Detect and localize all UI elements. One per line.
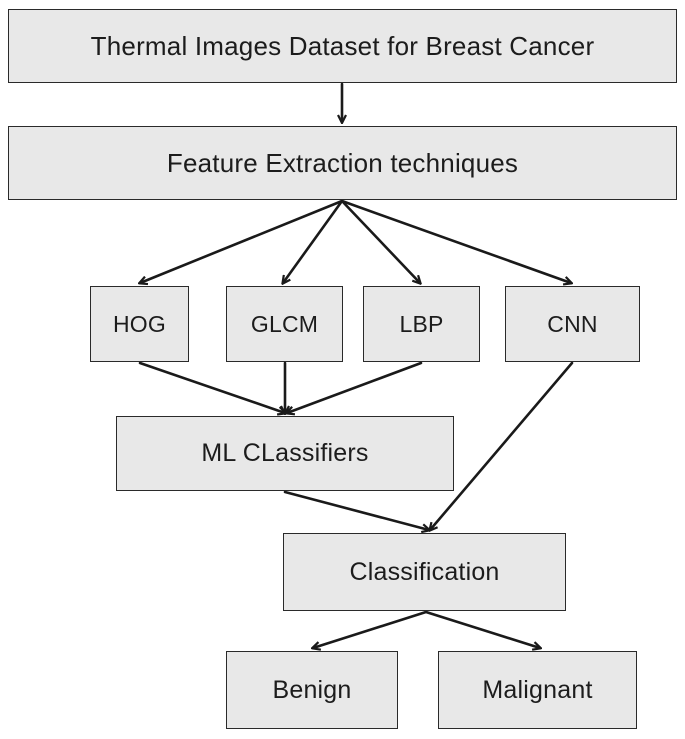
classification-node-label: Classification <box>349 557 500 586</box>
arrow-ml-to-classification <box>283 490 429 530</box>
arrow-classification-to-malignant <box>424 610 540 648</box>
arrow-hog-to-ml <box>138 361 285 413</box>
dataset-node: Thermal Images Dataset for Breast Cancer <box>8 9 677 83</box>
arrow-classification-to-benign <box>313 610 428 648</box>
malignant-node-label: Malignant <box>482 675 593 704</box>
classification-node: Classification <box>283 533 566 611</box>
arrow-lbp-to-ml <box>287 361 423 413</box>
glcm-node: GLCM <box>226 286 343 362</box>
arrow-feature-to-lbp <box>340 199 420 283</box>
benign-node: Benign <box>226 651 398 729</box>
arrow-feature-to-cnn <box>340 199 571 283</box>
glcm-node-label: GLCM <box>250 310 319 337</box>
dataset-node-label: Thermal Images Dataset for Breast Cancer <box>90 30 595 61</box>
cnn-node-label: CNN <box>547 310 598 337</box>
benign-node-label: Benign <box>272 675 352 704</box>
feature-extraction-node-label: Feature Extraction techniques <box>166 147 519 178</box>
cnn-node: CNN <box>505 286 640 362</box>
hog-node-label: HOG <box>113 310 166 337</box>
arrow-feature-to-hog <box>140 199 344 283</box>
lbp-node: LBP <box>363 286 480 362</box>
feature-extraction-node: Feature Extraction techniques <box>8 126 677 200</box>
hog-node: HOG <box>90 286 189 362</box>
ml-classifiers-node-label: ML CLassifiers <box>201 439 369 467</box>
ml-classifiers-node: ML CLassifiers <box>116 416 454 491</box>
malignant-node: Malignant <box>438 651 637 729</box>
lbp-node-label: LBP <box>399 310 444 337</box>
arrow-feature-to-glcm <box>283 199 344 283</box>
